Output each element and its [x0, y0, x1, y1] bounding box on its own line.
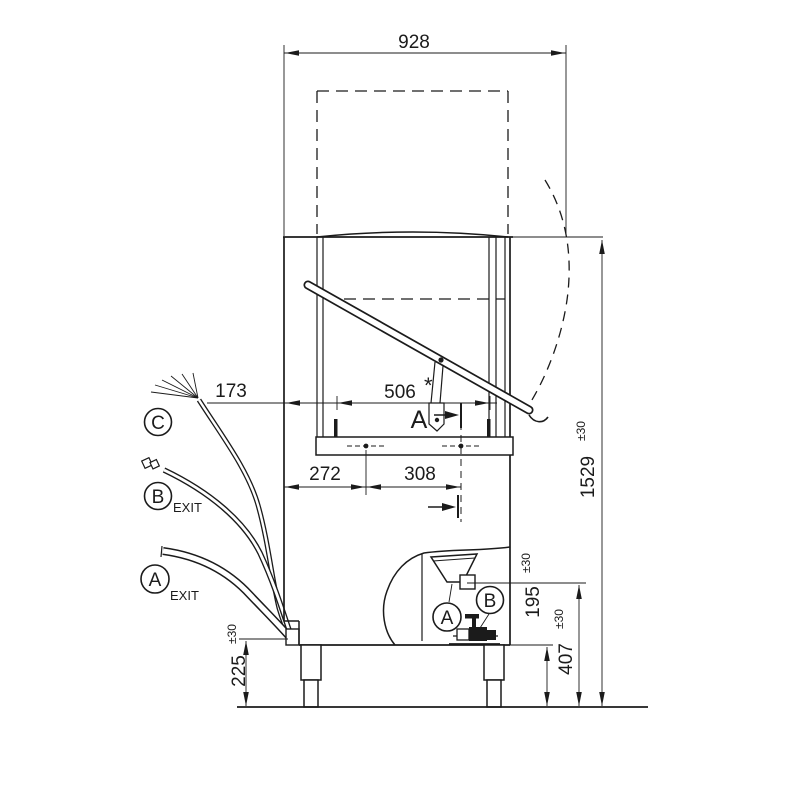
- dim-928-text: 928: [398, 32, 430, 53]
- dim-308-text: 308: [404, 464, 436, 485]
- connection-a-label: A: [149, 570, 162, 591]
- hose-bundle: [140, 372, 300, 646]
- connection-a-exit-text: EXIT: [170, 588, 199, 603]
- dim-272-text: 272: [309, 464, 341, 485]
- cable-c-wire-fan: [150, 372, 199, 399]
- foot-left: [303, 679, 319, 708]
- hood-guide-left: [334, 419, 338, 437]
- leg-left: [300, 644, 322, 681]
- callout-a-label: A: [441, 608, 454, 629]
- dim-225-tol: ±30: [225, 624, 239, 644]
- handle-bracket-right: [439, 365, 444, 404]
- callout-circle-b: [475, 585, 505, 615]
- dim-total-width: 928: [283, 32, 567, 236]
- legs: [300, 644, 505, 708]
- handle-pivot: [438, 357, 444, 363]
- hose-a-open-end: [160, 545, 163, 558]
- foot-right: [486, 679, 502, 708]
- connection-b-label: B: [152, 487, 165, 508]
- handle-end-hook: [528, 414, 549, 423]
- dim-pitch-row: 272 308: [284, 450, 461, 495]
- leader-a: [448, 583, 453, 603]
- dim-195-text: 195: [523, 586, 544, 618]
- section-arrow-bottom: [442, 503, 456, 511]
- connection-b-exit-text: EXIT: [173, 500, 202, 515]
- handle-bracket-plate: [428, 402, 445, 432]
- sump-profile: [382, 546, 511, 646]
- dim-1529-tol: ±30: [574, 421, 588, 441]
- connection-callouts: C B EXIT A EXIT: [140, 407, 202, 603]
- section-label: A: [411, 406, 428, 434]
- callout-circle-a-exit: [140, 564, 170, 594]
- raised-hood-position: [316, 90, 509, 234]
- dim-407-tol: ±30: [552, 609, 566, 629]
- dim-506-text: 506: [384, 382, 416, 403]
- hose-b: [140, 456, 295, 640]
- section-marker-bottom: [428, 495, 459, 518]
- callout-circle-b-exit: [143, 481, 173, 511]
- dim-1529-text: 1529: [578, 456, 599, 498]
- hood-handle: [303, 280, 549, 432]
- hose-b-connector-tip: [149, 458, 161, 470]
- handle-swing-arc: [526, 179, 570, 409]
- dim-407-text: 407: [556, 643, 577, 675]
- inlet-valve-b: [449, 614, 500, 645]
- tank-rim: [315, 419, 514, 456]
- callout-b-label: B: [484, 591, 497, 612]
- dim-195-tol: ±30: [519, 553, 533, 573]
- dim-225-text: 225: [229, 655, 250, 687]
- callout-circle-c: [143, 407, 173, 437]
- connection-c-label: C: [151, 413, 165, 434]
- sump-area: A B: [382, 546, 511, 646]
- handle-bracket-left: [430, 361, 436, 404]
- leg-right: [483, 644, 505, 681]
- section-arrow-top: [445, 411, 459, 419]
- hose-a: [160, 545, 298, 645]
- hood-guide-right: [487, 419, 491, 437]
- dim-a-height: 407 ±30: [467, 582, 586, 706]
- drain-outlet-a: [459, 574, 476, 590]
- hose-entry-fitting: [285, 628, 300, 646]
- counter-band: [315, 436, 514, 456]
- hose-b-connector: [140, 456, 154, 470]
- dim-total-height: 1529 ±30: [574, 240, 605, 706]
- leader-b: [479, 613, 490, 629]
- bracket-pin: [434, 417, 440, 423]
- dim-506-star: *: [424, 373, 433, 398]
- drain-funnel-rim: [432, 557, 476, 562]
- dim-hose-height: 225 ±30: [225, 624, 288, 706]
- dim-opening-row: 173 506 *: [207, 373, 497, 410]
- hood-top-arc: [316, 231, 509, 238]
- callout-circle-a: [432, 602, 462, 632]
- dim-b-height: 195 ±30: [500, 553, 553, 706]
- dim-173-text: 173: [215, 381, 247, 402]
